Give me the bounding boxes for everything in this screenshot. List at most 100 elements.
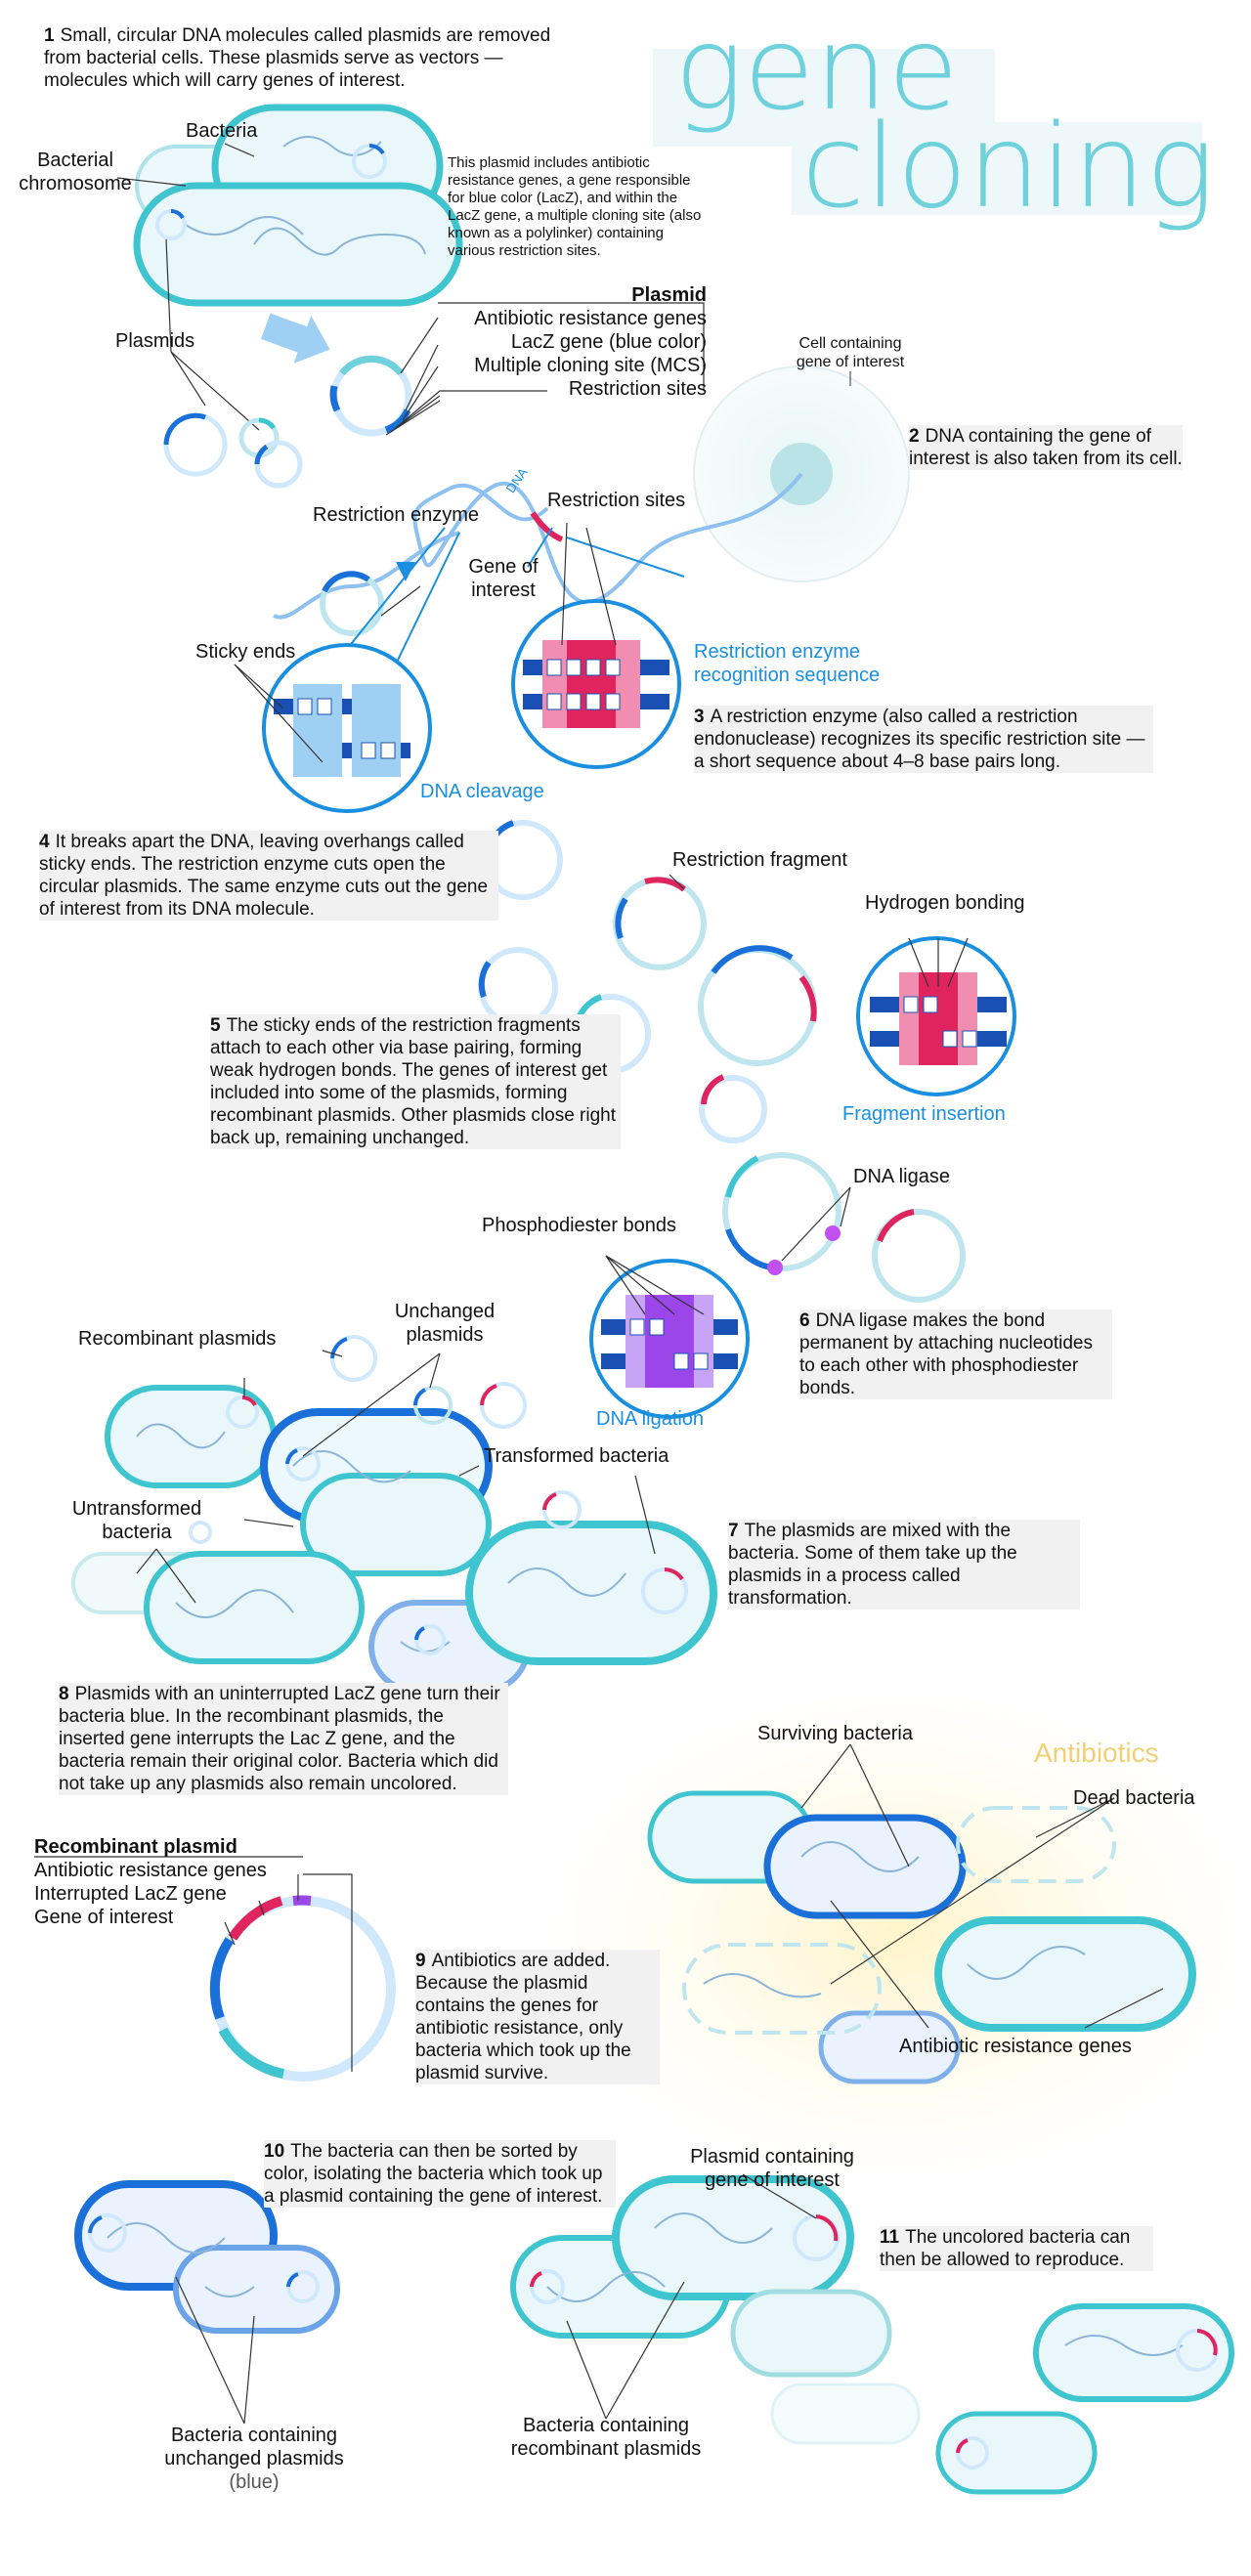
label-transformed-bacteria: Transformed bacteria — [484, 1445, 669, 1467]
step-9-number: 9 — [415, 1951, 426, 1971]
legend-antibiotic: Antibiotic resistance genes — [474, 308, 707, 329]
restriction-site-lines — [561, 522, 617, 646]
legend-restriction-sites: Restriction sites — [568, 378, 707, 400]
label-bacteria-unchanged: Bacteria containing unchanged plasmids (… — [156, 2424, 352, 2494]
antibiotic-callouts — [800, 1743, 1164, 2029]
label-phosphodiester-bonds: Phosphodiester bonds — [482, 1215, 677, 1236]
label-bacteria-unchanged-text: Bacteria containing unchanged plasmids — [164, 2425, 344, 2469]
label-restriction-fragment: Restriction fragment — [672, 849, 847, 871]
step-4-text: It breaks apart the DNA, leaving overhan… — [39, 832, 489, 920]
plasmid-legend-diagram — [329, 355, 412, 437]
arrow-shape — [261, 313, 330, 364]
step-9-text: Antibiotics are added. Because the plasm… — [415, 1951, 631, 2083]
step-5-number: 5 — [210, 1015, 221, 1036]
legend-lacz: LacZ gene (blue color) — [510, 331, 707, 353]
plasmid-legend-lines — [385, 302, 705, 436]
step-11-number: 11 — [880, 2227, 900, 2248]
callouts-step1 — [116, 143, 260, 431]
recombinant-legend-lines — [34, 1856, 353, 2072]
label-antibiotics: Antibiotics — [1034, 1738, 1159, 1768]
ligation-zoom — [589, 1255, 750, 1419]
label-bacterial-chromosome: Bacterial chromosome — [19, 150, 132, 194]
transformation-bacteria — [71, 1385, 717, 1694]
label-restriction-enzyme: Restriction enzyme — [313, 504, 480, 526]
legend-mcs: Multiple cloning site (MCS) — [474, 355, 707, 376]
rp-header: Recombinant plasmid — [34, 1836, 237, 1858]
label-recognition-sequence: Restriction enzyme recognition sequence — [694, 641, 881, 686]
step-5-text: The sticky ends of the restriction fragm… — [210, 1015, 617, 1148]
label-gene-of-interest: Gene of interest — [468, 556, 539, 601]
label-unchanged-plasmids: Unchanged plasmids — [394, 1301, 496, 1346]
ligase-dot-1 — [767, 1260, 783, 1275]
step-4-number: 4 — [39, 832, 50, 852]
label-cell-gene: Cell containing gene of interest — [796, 335, 905, 370]
recognition-zoom — [511, 527, 685, 769]
label-bacteria: Bacteria — [186, 120, 258, 142]
rp-gene: Gene of interest — [34, 1907, 174, 1928]
label-fragment-insertion: Fragment insertion — [842, 1103, 1006, 1125]
label-plasmid-containing-gene: Plasmid containing gene of interest — [690, 2146, 854, 2191]
step-1-number: 1 — [44, 25, 55, 46]
step-7-number: 7 — [728, 1521, 739, 1541]
label-dna-cleavage: DNA cleavage — [420, 781, 544, 802]
step-8-number: 8 — [59, 1684, 69, 1704]
plasmid-note: This plasmid includes antibiotic resista… — [448, 154, 702, 259]
title-gene: gene — [674, 1, 959, 136]
sticky-ends-lines — [234, 585, 421, 763]
step-3-text: A restriction enzyme (also called a rest… — [694, 707, 1145, 772]
restriction-fragment-line — [669, 874, 851, 1262]
recombinant-plasmid-legend: Recombinant plasmid Antibiotic resistanc… — [34, 1835, 327, 1929]
label-blue: (blue) — [229, 2471, 280, 2493]
label-sticky-ends: Sticky ends — [195, 641, 296, 663]
label-hydrogen-bonding: Hydrogen bonding — [865, 892, 1025, 914]
cleavage-zoom — [262, 527, 460, 813]
step-10-number: 10 — [264, 2141, 285, 2162]
transformation-plasmids — [189, 1335, 688, 1655]
step-10-text: The bacteria can then be sorted by color… — [264, 2141, 603, 2207]
legend-plasmid-header: Plasmid — [631, 284, 707, 306]
dna-strand — [273, 472, 803, 620]
final-plasmids — [88, 2213, 1219, 2469]
enzyme-arrow — [396, 562, 415, 581]
title-shade-2 — [792, 122, 1202, 215]
dna-red-segment — [530, 511, 564, 542]
final-bacteria — [74, 2175, 1234, 2495]
fragment-insertion-zoom — [856, 936, 1016, 1096]
label-antibiotic-resistance-genes-2: Antibiotic resistance genes — [899, 2036, 1132, 2057]
label-recombinant-plasmids: Recombinant plasmids — [78, 1328, 277, 1350]
step-7-text: The plasmids are mixed with the bacteria… — [728, 1521, 1017, 1609]
title-cloning: cloning — [801, 99, 1216, 234]
step-3-number: 3 — [694, 707, 705, 727]
label-dna-ligation: DNA ligation — [596, 1408, 705, 1430]
enzyme-plasmid — [320, 571, 384, 636]
step-8-text: Plasmids with an uninterrupted LacZ gene… — [59, 1684, 500, 1794]
antibiotic-bacteria — [647, 1790, 1196, 2084]
step-6-number: 6 — [799, 1310, 810, 1331]
rp-antibiotic: Antibiotic resistance genes — [34, 1860, 267, 1881]
label-surviving-bacteria: Surviving bacteria — [757, 1723, 913, 1744]
transformation-callouts — [136, 1350, 656, 1604]
label-untransformed-bacteria: Untransformed bacteria — [71, 1498, 202, 1543]
rp-interrupted: Interrupted LacZ gene — [34, 1883, 227, 1905]
step-2-number: 2 — [909, 426, 920, 447]
step-1-text: Small, circular DNA molecules called pla… — [44, 25, 551, 91]
step-6-text: DNA ligase makes the bond permanent by a… — [799, 1310, 1093, 1398]
label-restriction-sites: Restriction sites — [547, 490, 686, 511]
label-bacteria-recombinant: Bacteria containing recombinant plasmids — [510, 2415, 702, 2460]
label-dead-bacteria: Dead bacteria — [1073, 1787, 1195, 1809]
step-2-text: DNA containing the gene of interest is a… — [909, 426, 1183, 469]
final-callouts — [175, 2173, 817, 2425]
label-plasmids: Plasmids — [115, 330, 195, 352]
